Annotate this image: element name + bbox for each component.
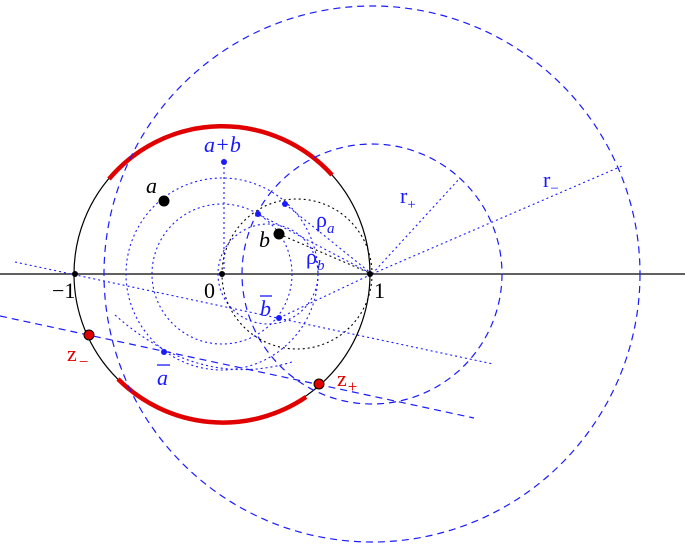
- lower-red-arc: [116, 377, 308, 425]
- label-a-plus-b: a+b: [204, 132, 241, 157]
- point-a-plus-b: [221, 159, 227, 165]
- point-a: [158, 195, 170, 207]
- point-minus-one: [72, 271, 78, 277]
- label-b-bar: b: [260, 296, 271, 321]
- point-b: [273, 228, 285, 240]
- dotted-circle-inner: [151, 203, 293, 345]
- label-rho-a: ρa: [316, 207, 334, 237]
- dotted-line-r-plus: [371, 177, 461, 275]
- point-b-bar: [276, 315, 282, 321]
- circle-r-plus: [241, 143, 503, 405]
- label-a: a: [146, 173, 157, 198]
- dotted-line-rho-a: [284, 203, 373, 275]
- label-minus-one: −1: [52, 278, 75, 303]
- dotted-circle-rho-b: [217, 223, 319, 325]
- dotted-curve-lower: [114, 314, 293, 371]
- point-zero: [219, 271, 225, 277]
- label-a-bar: a: [157, 365, 168, 390]
- label-b: b: [259, 227, 270, 252]
- point-rho-b: [255, 211, 261, 217]
- label-r-minus: r−: [543, 167, 559, 197]
- label-r-plus: r+: [400, 183, 416, 213]
- circle-r-minus: [103, 5, 641, 543]
- dashed-line-lower: [0, 315, 475, 419]
- label-one: 1: [374, 278, 385, 303]
- label-z-plus: z+: [337, 366, 357, 396]
- dotted-line-r-minus: [371, 165, 623, 275]
- dotted-line-b-bar: [278, 273, 373, 319]
- dotted-line-b: [278, 233, 373, 275]
- label-rho-b: ρb: [306, 244, 325, 274]
- point-a-bar: [161, 349, 167, 355]
- point-z-plus: [313, 378, 325, 390]
- point-one: [367, 271, 373, 277]
- point-z-minus: [83, 329, 95, 341]
- point-rho-a: [282, 201, 288, 207]
- dotted-line-long: [14, 261, 494, 365]
- label-z-minus: z−: [67, 341, 88, 371]
- label-zero: 0: [204, 278, 215, 303]
- upper-red-arc: [107, 124, 334, 181]
- dotted-line-rho-b: [257, 213, 373, 275]
